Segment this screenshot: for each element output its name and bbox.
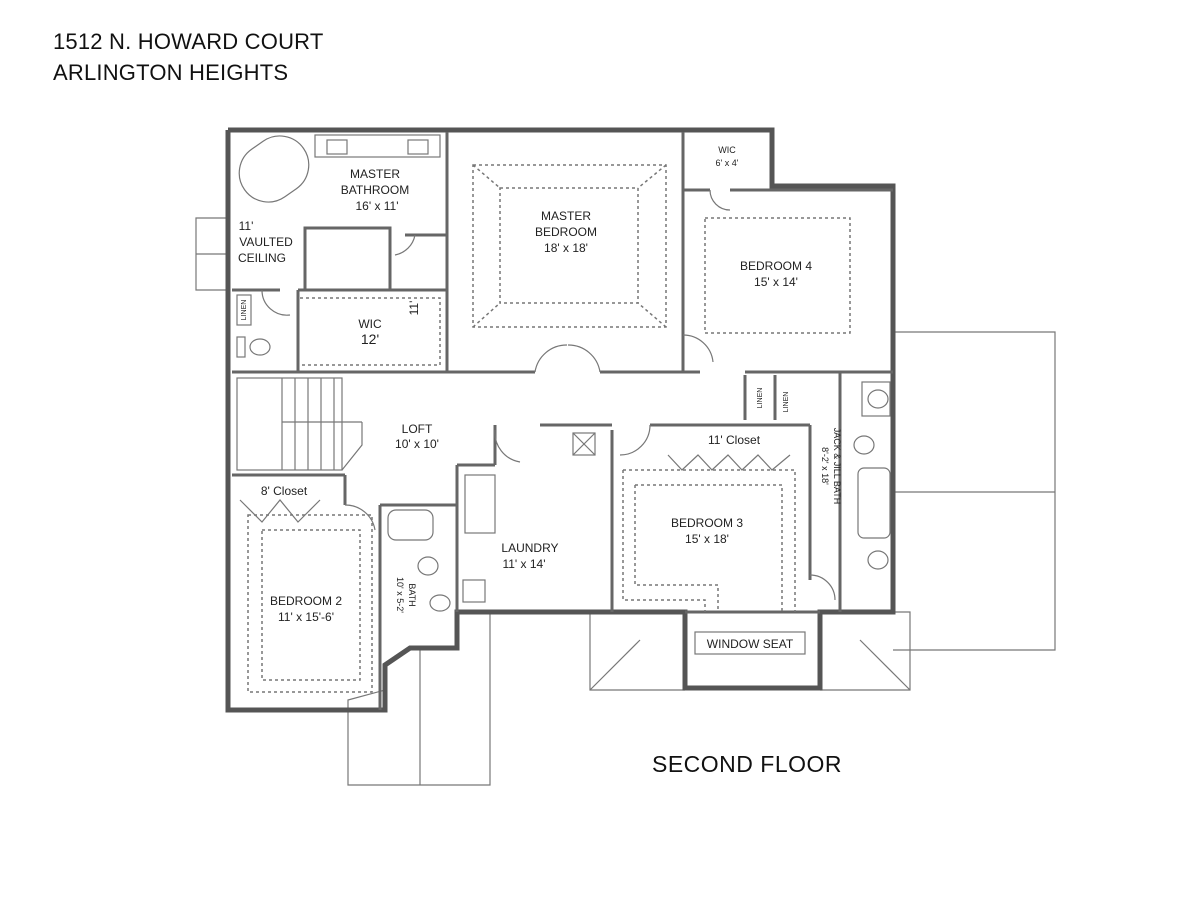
master-bed-label: MASTER	[541, 209, 591, 223]
linen-label: LINEN	[241, 300, 248, 321]
master-bed-label-2: BEDROOM	[535, 225, 597, 239]
doors	[239, 189, 836, 601]
jack-jill-label: JACK & JILL BATH	[832, 428, 842, 505]
linen-label: LINEN	[783, 392, 790, 413]
window-seat-label: WINDOW SEAT	[707, 637, 794, 651]
vaulted-label-3: CEILING	[238, 251, 286, 265]
bedroom3-size: 15' x 18'	[685, 532, 729, 546]
closet11-label: 11' Closet	[708, 433, 761, 447]
master-bath-label-2: BATHROOM	[341, 183, 409, 197]
address-line: 1512 N. HOWARD COURT	[53, 29, 324, 54]
jack-jill-size: 8'-2' x 18'	[820, 447, 830, 485]
floor-title: SECOND FLOOR	[652, 751, 843, 777]
bedroom4-size: 15' x 14'	[754, 275, 798, 289]
vaulted-label-2: VAULTED	[239, 235, 293, 249]
linen-label: LINEN	[757, 388, 764, 409]
loft-size: 10' x 10'	[395, 437, 439, 451]
interior-walls	[232, 132, 893, 710]
bedroom3-label: BEDROOM 3	[671, 516, 743, 530]
loft-label: LOFT	[402, 422, 433, 436]
wic-size: 12'	[361, 331, 379, 347]
bedroom2-size: 11' x 15'-6'	[278, 610, 334, 624]
closet8-label: 8' Closet	[261, 484, 308, 498]
wic-small-size: 6' x 4'	[716, 158, 739, 168]
city-line: ARLINGTON HEIGHTS	[53, 60, 289, 85]
bedroom2-label: BEDROOM 2	[270, 594, 342, 608]
room-labels: MASTER BATHROOM 16' x 11' 11' VAULTED CE…	[238, 145, 842, 651]
bedroom4-label: BEDROOM 4	[740, 259, 812, 273]
roof-outlines	[195, 217, 1056, 786]
fixtures	[236, 134, 891, 612]
wic-small-label: WIC	[718, 145, 736, 155]
master-bath-size: 16' x 11'	[355, 199, 398, 213]
laundry-label: LAUNDRY	[501, 541, 558, 555]
wic-side: 11'	[407, 301, 421, 316]
vaulted-label-1: 11'	[239, 219, 254, 233]
master-bed-size: 18' x 18'	[544, 241, 588, 255]
staircase	[236, 377, 363, 471]
wic-label: WIC	[358, 317, 382, 331]
master-bath-label: MASTER	[350, 167, 400, 181]
bath-size: 10' x 5-2'	[395, 577, 405, 613]
laundry-size: 11' x 14'	[502, 557, 545, 571]
bath-label: BATH	[407, 583, 417, 606]
ceiling-trays	[247, 164, 851, 693]
